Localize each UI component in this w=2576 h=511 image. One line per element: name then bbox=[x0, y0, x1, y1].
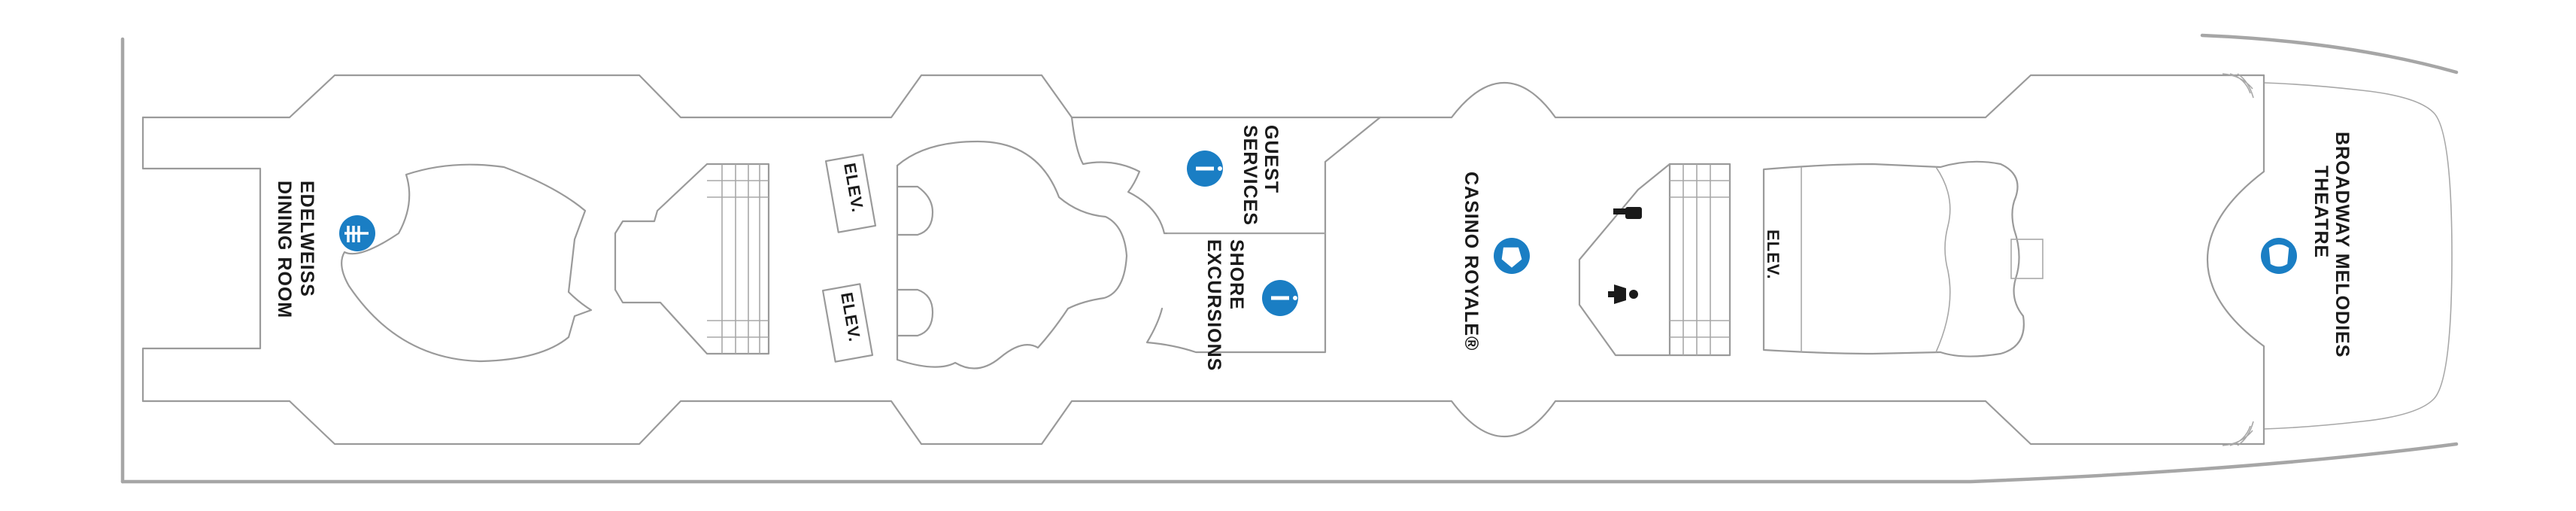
theatre-label-line1: BROADWAY MELODIES bbox=[2332, 132, 2353, 357]
shore-excursions-line2: EXCURSIONS bbox=[1203, 239, 1224, 371]
atrium-shape bbox=[896, 140, 1128, 370]
info-icon bbox=[1262, 280, 1298, 316]
hull-outline bbox=[120, 33, 2459, 484]
elevator-label-lower: ELEV. bbox=[837, 291, 864, 344]
shore-excursions-label: SHORE EXCURSIONS bbox=[1203, 239, 1247, 371]
info-icon bbox=[1187, 151, 1223, 187]
shore-excursions-line1: SHORE bbox=[1226, 239, 1247, 310]
dining-icon bbox=[339, 215, 375, 251]
theatre-icon bbox=[2261, 238, 2297, 274]
elevator-label-upper: ELEV. bbox=[840, 162, 867, 214]
stair-block-left bbox=[614, 163, 770, 355]
guest-services-line1: GUEST bbox=[1261, 125, 1282, 193]
elevator-box-upper: ELEV. bbox=[824, 154, 877, 233]
edelweiss-dining-shape bbox=[341, 163, 593, 363]
guest-services-line2: SERVICES bbox=[1239, 125, 1261, 226]
deck-outline bbox=[141, 74, 2265, 446]
theatre-label: BROADWAY MELODIES THEATRE bbox=[2311, 132, 2353, 357]
restroom-block bbox=[1578, 163, 1731, 357]
men-restroom-icon bbox=[1613, 207, 1642, 219]
edelweiss-dining-label: EDELWEISS DINING ROOM bbox=[274, 181, 317, 318]
elevator-label-forward: ELEV. bbox=[1764, 230, 1783, 280]
edelweiss-label-line2: DINING ROOM bbox=[274, 181, 295, 318]
guest-services-block bbox=[1070, 116, 1382, 354]
casino-label-text: CASINO ROYALE® bbox=[1461, 172, 1482, 351]
elevator-box-lower: ELEV. bbox=[821, 283, 874, 363]
women-restroom-icon bbox=[1608, 284, 1638, 304]
theatre-shape bbox=[2206, 73, 2265, 446]
casino-icon bbox=[1494, 238, 1530, 274]
casino-label: CASINO ROYALE® bbox=[1461, 172, 1482, 351]
edelweiss-label-line1: EDELWEISS bbox=[296, 181, 317, 297]
theatre-label-line2: THEATRE bbox=[2311, 166, 2332, 258]
forward-elevator-block bbox=[1762, 160, 2044, 357]
guest-services-label: GUEST SERVICES bbox=[1239, 125, 1282, 226]
